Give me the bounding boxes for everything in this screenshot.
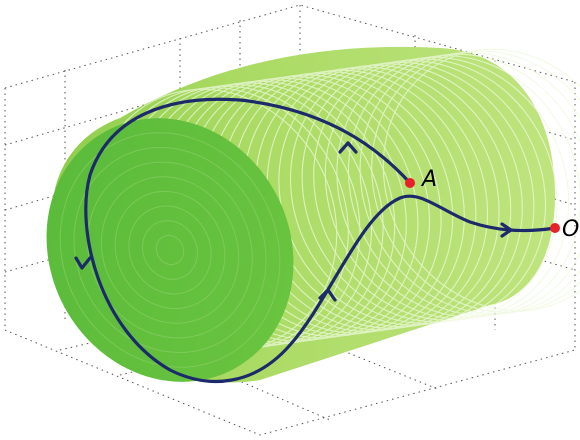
trajectory-arrow [318,288,337,302]
trajectory-path [84,97,557,383]
end-cap-rings [59,132,281,368]
point-a-marker [405,178,415,188]
point-a-label: A [420,167,437,192]
point-o-marker [550,223,560,233]
end-cap-ring [59,132,281,368]
cylinder-ring [289,61,535,324]
trajectory-arrow [500,222,513,238]
trajectory [74,97,557,383]
cylinder-end-cap [46,118,294,382]
end-cap-ring [142,220,198,280]
cylinder-ring [371,50,580,313]
end-cap-ring [87,161,253,339]
cylinder-ring [324,56,570,320]
cylinder-ring [313,58,558,321]
end-cap-ring [114,190,226,310]
cylinder-ring [301,60,547,323]
cylinder-rings [92,48,580,352]
end-cap-ring [73,146,267,354]
trajectory-arrow [338,141,358,154]
end-cap-ring [128,205,212,295]
end-cap-ring [155,234,185,266]
grid-floor-front [4,329,576,436]
cylinder-ring [359,52,580,315]
cylinder-ring [278,63,523,326]
cylinder-ring [347,53,580,316]
trajectory-arrow [74,256,92,270]
cylinder-ring [336,55,580,318]
end-cap-ring [100,176,240,324]
point-o-label: O [562,217,579,242]
cylinder-ring [382,48,580,312]
